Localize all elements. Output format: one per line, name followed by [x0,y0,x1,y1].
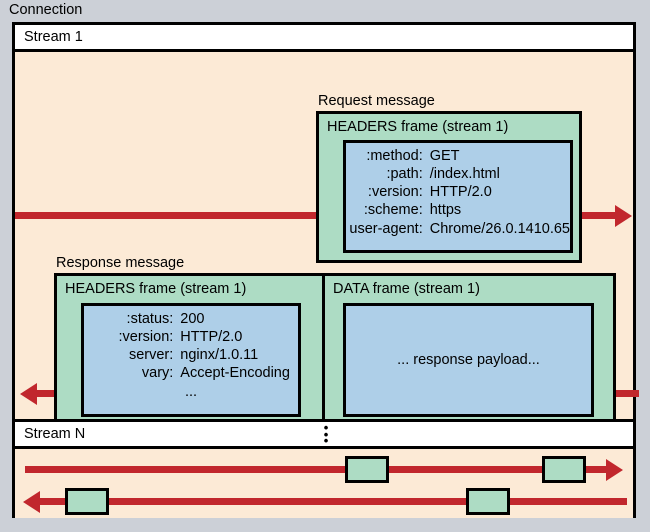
stream-n-header: Stream N ••• [15,419,633,449]
header-value: 200 [180,311,205,327]
response-headers-payload: :status: 200 :version: HTTP/2.0 server: nginx… [81,303,301,417]
stream-n-label: Stream N [24,426,86,442]
stream-n-frame-block [466,488,510,515]
header-key: :version: [118,329,174,346]
header-value: nginx/1.0.11 [180,347,259,364]
request-headers-frame-title: HEADERS frame (stream 1) [327,119,509,135]
header-key: :method: [366,148,423,164]
header-row: vary: Accept-Encoding [84,366,298,384]
header-row: :scheme: https [346,203,570,221]
header-key: server: [128,347,174,364]
stream-1-label: Stream 1 [24,29,83,45]
header-value: HTTP/2.0 [180,329,243,346]
header-key: vary: [141,365,174,382]
header-row: :version: HTTP/2.0 [346,184,570,203]
stream-n-inbound-arrow-head-icon [23,491,40,513]
ellipsis-dot: • [323,433,329,448]
header-key: :scheme: [363,202,423,219]
stream-n-frame-block [345,456,389,483]
response-message-box: HEADERS frame (stream 1) :status: 200 :ver… [54,273,616,428]
header-row: server: nginx/1.0.11 [84,347,298,366]
stream-n-outbound-arrow-line [25,466,610,473]
stream-1-body: Request message HEADERS frame (stream 1)… [15,52,639,428]
header-row: :path: /index.html [346,166,570,185]
response-data-frame: DATA frame (stream 1) ... response paylo… [325,276,613,425]
header-value: HTTP/2.0 [429,184,492,201]
header-value: GET [429,148,460,164]
ellipsis-dot: • [323,426,329,442]
stream-n-frame-block [65,488,109,515]
request-message-box: HEADERS frame (stream 1) :method: GET :pat… [316,111,582,263]
header-row: :method: GET [346,148,570,167]
header-row: user-agent: Chrome/26.0.1410.65 [346,220,570,240]
connection-label: Connection [9,2,83,18]
header-key: :status: [126,311,174,327]
header-value: Chrome/26.0.1410.65 [429,220,570,237]
response-data-payload: ... response payload... [343,303,594,417]
vertical-ellipsis-icon: ••• [321,420,331,448]
response-headers-frame: HEADERS frame (stream 1) :status: 200 :ver… [57,276,325,425]
header-key: :version: [367,184,423,201]
response-payload-text: ... response payload... [397,352,540,368]
stream-1-header: Stream 1 [15,25,633,52]
request-headers-payload: :method: GET :path: /index.html :version: HTT… [343,140,573,253]
request-message-label: Request message [318,93,435,109]
header-key: user-agent: [349,220,423,237]
stream-n-body [15,449,633,518]
request-arrow-head-icon [615,205,632,227]
stream-n-outbound-arrow-head-icon [606,459,623,481]
response-message-label: Response message [56,255,185,271]
header-row: ... [84,383,298,403]
response-headers-table: :status: 200 :version: HTTP/2.0 server: nginx… [84,311,298,403]
stream-n-inbound-arrow-line [39,498,627,505]
request-headers-frame: HEADERS frame (stream 1) :method: GET :pat… [319,114,579,260]
header-key: :path: [386,166,423,183]
header-row: :status: 200 [84,311,298,330]
connection-frame: Stream 1 Request message HEADERS frame (… [12,22,639,518]
header-value: Accept-Encoding [180,365,290,382]
header-key: ... [184,383,198,400]
request-headers-table: :method: GET :path: /index.html :version: HTT… [346,148,570,240]
response-data-frame-title: DATA frame (stream 1) [333,281,480,297]
header-row: :version: HTTP/2.0 [84,329,298,348]
header-value: /index.html [429,166,500,183]
response-arrow-head-icon [20,383,37,405]
ellipsis-dot: • [323,420,329,435]
stream-n-frame-block [542,456,586,483]
response-headers-frame-title: HEADERS frame (stream 1) [65,281,247,297]
header-value: https [429,202,462,219]
